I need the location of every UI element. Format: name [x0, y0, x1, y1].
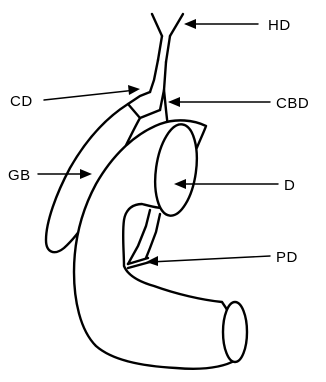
cd-pointer: [44, 85, 140, 100]
label-hd: HD: [268, 17, 291, 34]
hd-pointer: [184, 19, 258, 29]
label-d: D: [284, 177, 295, 194]
cbd-pointer: [168, 97, 270, 107]
label-gb: GB: [8, 167, 31, 184]
label-cd: CD: [10, 93, 33, 110]
label-pd: PD: [276, 249, 298, 266]
hepatic-duct: [152, 14, 183, 62]
pd-pointer: [146, 256, 270, 266]
label-cbd: CBD: [276, 95, 309, 112]
